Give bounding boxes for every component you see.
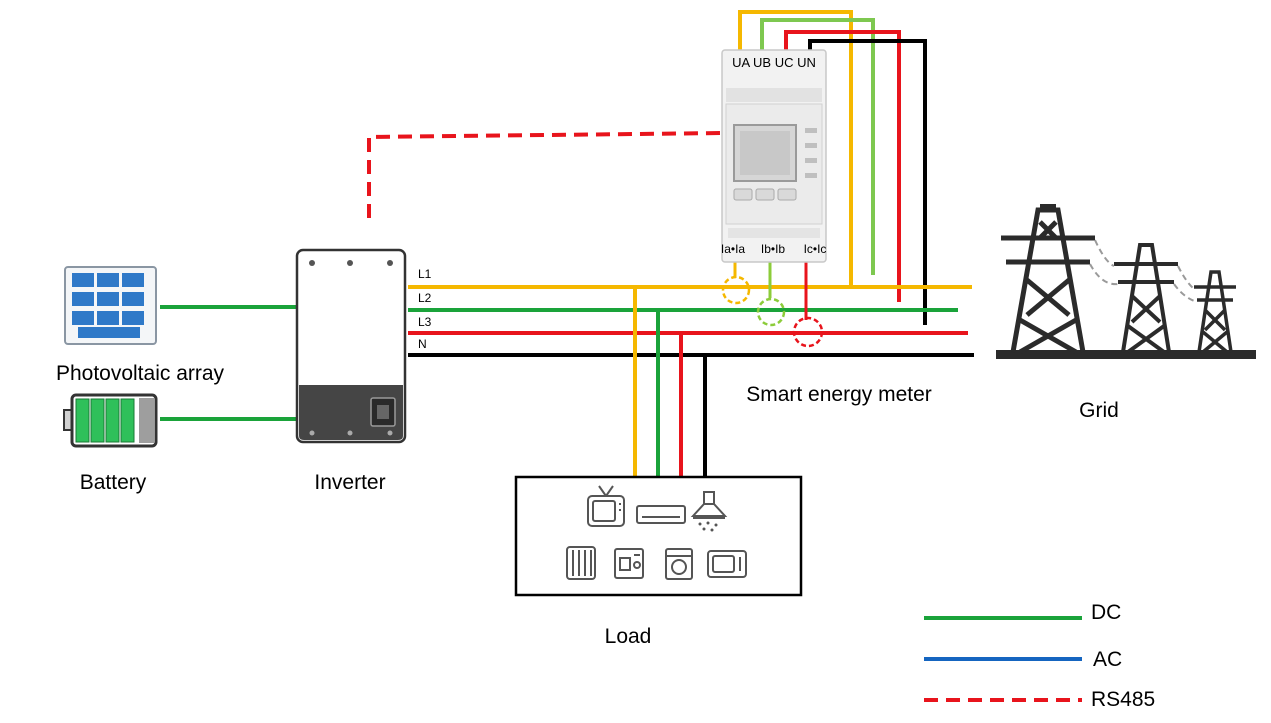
meter-wire-ua (738, 10, 853, 287)
line-label-l1: L1 (418, 267, 432, 281)
meter-ct-c: Ic•Ic (804, 242, 827, 256)
inverter-device (295, 248, 407, 444)
legend-label-ac: AC (1093, 648, 1122, 671)
range-hood-icon (690, 491, 728, 532)
meter-voltage-terminals: UA UB UC UN (732, 55, 816, 70)
energy-meter-device (721, 49, 827, 263)
meter-label: Smart energy meter (746, 383, 932, 406)
meter-wire-un (808, 39, 927, 325)
grid-label: Grid (1079, 399, 1119, 422)
microwave-icon (707, 550, 747, 578)
solar-panel-icon (64, 266, 157, 345)
coffee-machine-icon (614, 548, 644, 579)
meter-wire-uc (784, 30, 901, 302)
load-box (514, 475, 803, 597)
meter-ct-a: Ia•Ia (721, 242, 746, 256)
line-label-l2: L2 (418, 291, 432, 305)
ct-ring-l1 (721, 275, 751, 305)
tv-icon (587, 485, 625, 527)
pv-label: Photovoltaic array (56, 362, 225, 385)
meter-wire-ub (760, 18, 875, 275)
line-label-n: N (418, 337, 427, 351)
ct-ring-l3 (792, 316, 824, 348)
battery-label: Battery (80, 471, 147, 494)
air-conditioner-icon (636, 505, 686, 524)
washing-machine-icon (665, 548, 693, 580)
battery-icon (63, 393, 158, 448)
rs485-link (367, 131, 725, 218)
load-label: Load (605, 625, 652, 648)
heater-icon (566, 546, 596, 580)
legend-label-rs485: RS485 (1091, 688, 1155, 711)
ct-ring-l2 (756, 297, 786, 327)
line-label-l3: L3 (418, 315, 432, 329)
inverter-label: Inverter (314, 471, 385, 494)
legend: DC AC RS485 (924, 601, 1155, 711)
meter-ct-b: Ib•Ib (761, 242, 786, 256)
legend-label-dc: DC (1091, 601, 1121, 624)
power-tower-icon (996, 204, 1256, 359)
